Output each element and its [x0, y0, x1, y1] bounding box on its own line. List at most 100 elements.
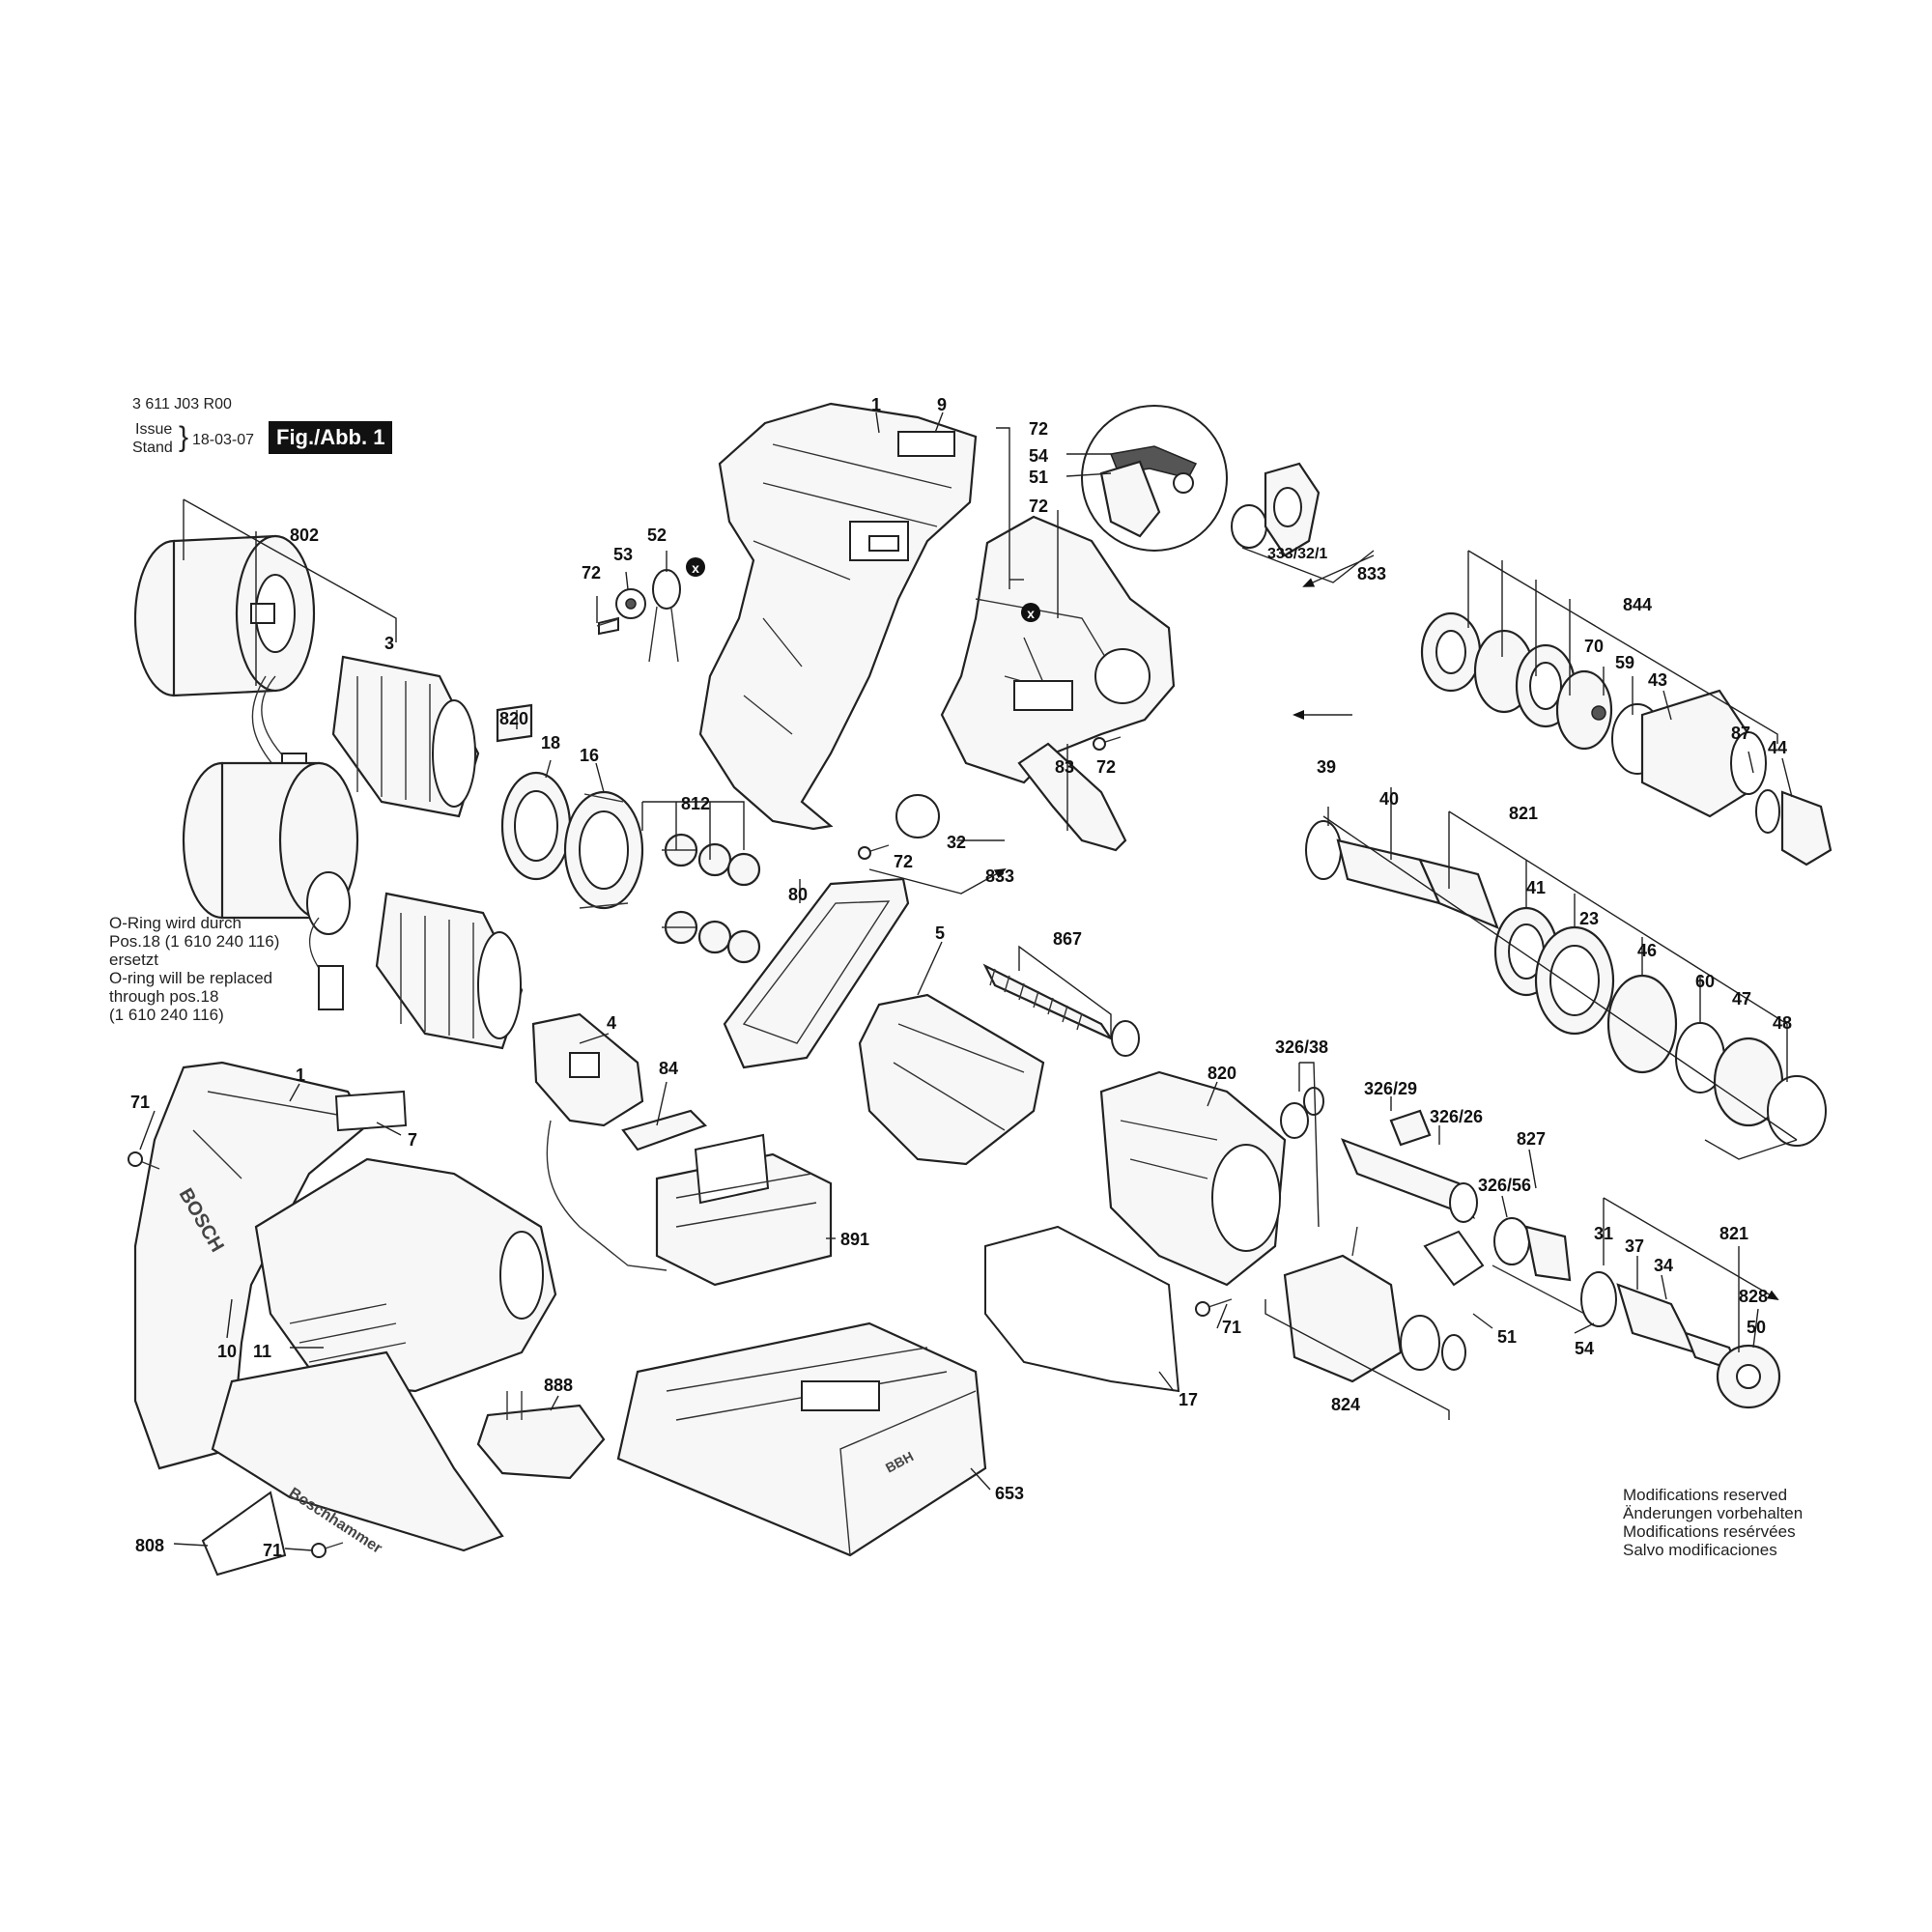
seal-80: [723, 877, 910, 1069]
part-label: 653: [995, 1484, 1024, 1503]
brace-glyph: }: [179, 421, 189, 453]
screw-71-bottom: [311, 1543, 327, 1558]
part-label: 31: [1594, 1224, 1613, 1243]
part-label: 48: [1773, 1013, 1792, 1033]
part-label: 821: [1509, 804, 1538, 823]
part-label: 72: [1029, 419, 1048, 439]
part-label: 833: [985, 867, 1014, 886]
motor-lower: [182, 761, 359, 1010]
parts-326: [1280, 1087, 1572, 1282]
part-label: 802: [290, 526, 319, 545]
gearbox-housing: [940, 515, 1176, 784]
part-label: 808: [135, 1536, 164, 1555]
part-label: 72: [894, 852, 913, 871]
gasket-17: [984, 1225, 1180, 1393]
part-label: 72: [1029, 497, 1048, 516]
part-label: 23: [1579, 909, 1599, 928]
part-label: 10: [217, 1342, 237, 1361]
part-label: 16: [580, 746, 599, 765]
main-housing-half: [698, 402, 978, 831]
label-plate-9: [897, 431, 955, 457]
part-labels: 1 9 72 54 51 72 333/32/1 833 802 3 72 53…: [130, 395, 1792, 1560]
part-label: 32: [947, 833, 966, 852]
oring-note: O-Ring wird durch Pos.18 (1 610 240 116)…: [109, 914, 279, 1024]
label-808: [201, 1491, 287, 1577]
part-label: 70: [1584, 637, 1604, 656]
svg-text:x: x: [692, 560, 699, 576]
part-label: 9: [937, 395, 947, 414]
part-label: 84: [659, 1059, 678, 1078]
planetary-gears-812: [662, 833, 761, 964]
modifications-note-line: Modifications reserved: [1623, 1486, 1788, 1504]
motor-upper-802: [133, 534, 316, 793]
stand-label: Stand: [132, 440, 173, 456]
modifications-note-line: Salvo modificaciones: [1623, 1541, 1777, 1559]
part-label: 80: [788, 885, 808, 904]
spindle-821: [1305, 820, 1827, 1147]
part-label: 40: [1379, 789, 1399, 809]
leader-lines: [139, 412, 1798, 1551]
part-label: 83: [1055, 757, 1074, 777]
figure-badge: Fig./Abb. 1: [269, 421, 393, 454]
pin-54: [1492, 1264, 1595, 1320]
tool-holder-821: [1580, 1271, 1781, 1409]
part-label: 326/26: [1430, 1107, 1483, 1126]
screw-71-right: [1195, 1301, 1210, 1317]
assembled-housing: BOSCH Boschhammer: [133, 1061, 557, 1557]
seal-32: [895, 794, 940, 838]
part-label: 72: [1096, 757, 1116, 777]
part-label: 844: [1623, 595, 1652, 614]
part-label: 326/29: [1364, 1079, 1417, 1098]
spring-867: [982, 963, 1140, 1057]
screw-72-lower: [858, 846, 871, 860]
stator-lower: [375, 892, 524, 1050]
deflector-5: [858, 993, 1045, 1166]
part-label: 812: [681, 794, 710, 813]
part-label: 51: [1029, 468, 1048, 487]
modifications-note-line: Änderungen vorbehalten: [1623, 1504, 1804, 1522]
part-label: 326/38: [1275, 1037, 1328, 1057]
part-label: 43: [1648, 670, 1667, 690]
latch-888: [476, 1391, 606, 1480]
part-label: 824: [1331, 1395, 1360, 1414]
issue-label: Issue: [135, 421, 173, 438]
part-label: 47: [1732, 989, 1751, 1009]
chuck-parts-844: [1420, 611, 1833, 867]
bushing-820: [496, 703, 533, 743]
part-label: 39: [1317, 757, 1336, 777]
label-7: [334, 1090, 408, 1132]
oring-note-line: (1 610 240 116): [109, 1006, 224, 1024]
part-label: 820: [499, 709, 528, 728]
oring-note-line: O-ring will be replaced: [109, 969, 273, 987]
part-label: 50: [1747, 1318, 1766, 1337]
part-label: 52: [647, 526, 667, 545]
part-label: 59: [1615, 653, 1634, 672]
part-label: 821: [1719, 1224, 1748, 1243]
modifications-note-line: Modifications resérvées: [1623, 1522, 1796, 1541]
switch-4: [531, 1012, 668, 1271]
screw-72: [1093, 737, 1106, 751]
part-label: 7: [408, 1130, 417, 1150]
x-marker: x: [686, 557, 705, 577]
detail-inset: [1081, 405, 1228, 552]
o-ring-333: [1231, 504, 1267, 549]
part-label: 41: [1526, 878, 1546, 897]
lever-51: [1423, 1230, 1485, 1287]
part-label: 5: [935, 923, 945, 943]
part-label: 833: [1357, 564, 1386, 583]
part-label: 828: [1739, 1287, 1768, 1306]
impact-mechanism-824: [1283, 1226, 1466, 1383]
part-label: 888: [544, 1376, 573, 1395]
part-label: 60: [1695, 972, 1715, 991]
part-label: 11: [253, 1342, 271, 1361]
part-label: 333/32/1: [1267, 546, 1327, 562]
electronics-891: [655, 1133, 833, 1287]
part-label: 4: [607, 1013, 616, 1033]
part-label: 51: [1497, 1327, 1517, 1347]
oring-note-line: through pos.18: [109, 987, 219, 1006]
part-label: 1: [296, 1065, 305, 1085]
issue-date: 18-03-07: [192, 432, 255, 448]
part-label: 1: [871, 395, 881, 414]
part-label: 87: [1731, 724, 1750, 743]
